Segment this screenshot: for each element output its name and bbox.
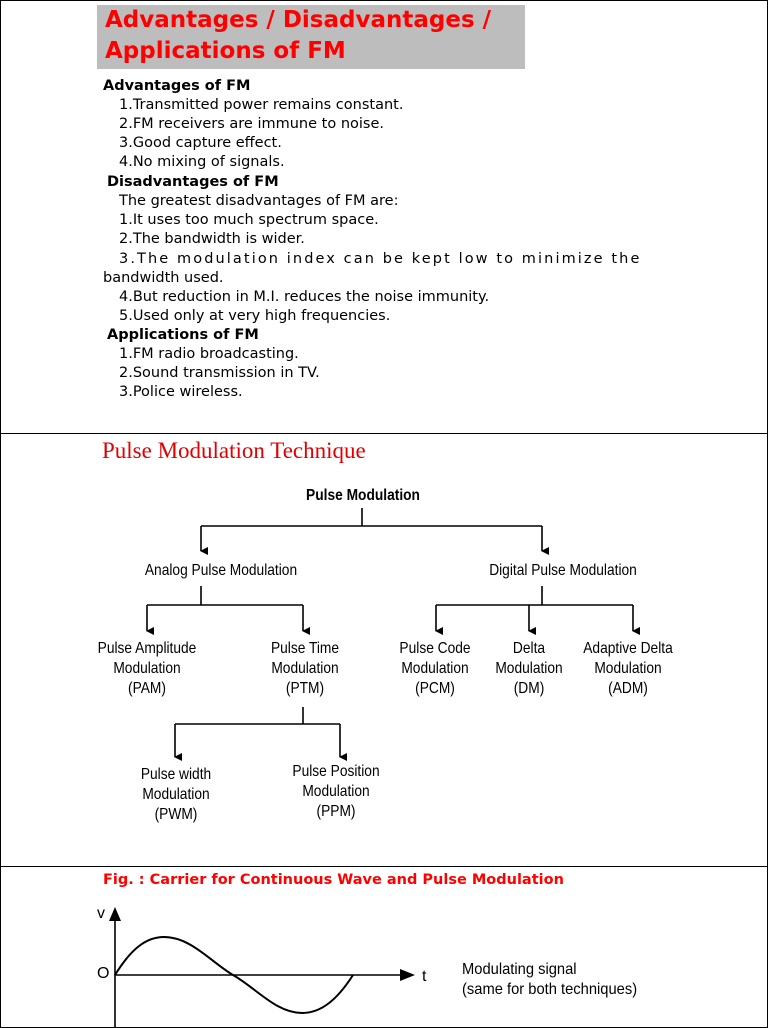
node-ptm-line: (PTM) xyxy=(285,680,325,697)
node-pam-line: Pulse Amplitude xyxy=(97,640,197,657)
slide-title-line-1: Advantages / Disadvantages / xyxy=(105,7,492,33)
applications-heading: Applications of FM xyxy=(107,327,259,343)
list-item: 1.FM radio broadcasting. xyxy=(119,346,299,362)
node-ppm-line: (PPM) xyxy=(316,803,356,820)
modulating-signal-line-1: Modulating signal xyxy=(462,961,577,978)
node-ptm-line: Modulation xyxy=(271,660,339,677)
waveform-plot xyxy=(109,907,415,1027)
node-pam-line: Modulation xyxy=(113,660,181,677)
node-pwm-line: Pulse width xyxy=(140,766,212,783)
slide-carrier-figure: Fig. : Carrier for Continuous Wave and P… xyxy=(0,866,768,1028)
node-ppm-line: Pulse Position xyxy=(292,763,380,780)
figure-caption: Fig. : Carrier for Continuous Wave and P… xyxy=(103,872,564,888)
list-item: 2.FM receivers are immune to noise. xyxy=(119,116,384,132)
node-pwm-line: Modulation xyxy=(142,786,210,803)
node-digital-pulse-modulation: Digital Pulse Modulation xyxy=(489,562,637,579)
node-ptm-line: Pulse Time xyxy=(270,640,340,657)
sine-wave xyxy=(114,935,354,1015)
node-pwm: Pulse width Modulation (PWM) xyxy=(141,765,211,825)
title-banner: Advantages / Disadvantages / Application… xyxy=(97,5,525,69)
node-pcm-line: Modulation xyxy=(401,660,469,677)
list-item: 3.Police wireless. xyxy=(119,384,243,400)
modulating-signal-line-2: (same for both techniques) xyxy=(462,981,638,998)
node-adm-line: (ADM) xyxy=(608,680,648,697)
list-item: 4.No mixing of signals. xyxy=(119,154,285,170)
origin-label: O xyxy=(97,965,110,982)
list-item: 2.The bandwidth is wider. xyxy=(119,231,305,247)
node-pulse-modulation: Pulse Modulation xyxy=(306,487,420,504)
node-dm-line: Delta xyxy=(512,640,546,657)
node-adm-line: Modulation xyxy=(594,660,662,677)
node-dm-line: (DM) xyxy=(513,680,545,697)
node-adm-line: Adaptive Delta xyxy=(583,640,673,657)
slide-title: Pulse Modulation Technique xyxy=(102,438,366,463)
node-ppm-line: Modulation xyxy=(302,783,370,800)
node-pam-line: (PAM) xyxy=(128,680,166,697)
node-pwm-line: (PWM) xyxy=(154,806,198,823)
y-axis-arrowhead xyxy=(109,907,121,921)
slide-title-line-2: Applications of FM xyxy=(105,38,346,64)
node-adm: Adaptive Delta Modulation (ADM) xyxy=(583,639,672,699)
slide-fm-advantages: Advantages / Disadvantages / Application… xyxy=(0,0,768,434)
x-axis-arrowhead xyxy=(400,969,415,981)
node-pcm-line: Pulse Code xyxy=(399,640,471,657)
node-ptm: Pulse Time Modulation (PTM) xyxy=(271,639,339,699)
disadvantages-intro: The greatest disadvantages of FM are: xyxy=(119,193,399,209)
y-axis-label: v xyxy=(97,905,105,922)
x-axis-label: t xyxy=(422,968,427,985)
node-dm-line: Modulation xyxy=(495,660,563,677)
tree-connectors xyxy=(146,508,640,761)
node-pam: Pulse Amplitude Modulation (PAM) xyxy=(98,639,197,699)
node-dm: Delta Modulation (DM) xyxy=(495,639,562,699)
list-item: 3.The modulation index can be kept low t… xyxy=(119,251,642,267)
list-item: 3.Good capture effect. xyxy=(119,135,282,151)
node-pcm: Pulse Code Modulation (PCM) xyxy=(399,639,470,699)
advantages-heading: Advantages of FM xyxy=(103,78,251,94)
node-analog-pulse-modulation: Analog Pulse Modulation xyxy=(144,562,298,579)
node-ppm: Pulse Position Modulation (PPM) xyxy=(292,762,379,822)
list-item: 5.Used only at very high frequencies. xyxy=(119,308,391,324)
modulating-signal-label: Modulating signal (same for both techniq… xyxy=(462,960,637,1000)
slide-pulse-modulation: Pulse Modulation Technique xyxy=(0,433,768,867)
node-pcm-line: (PCM) xyxy=(415,680,455,697)
list-item: 1.It uses too much spectrum space. xyxy=(119,212,379,228)
list-item: 4.But reduction in M.I. reduces the nois… xyxy=(119,289,490,305)
disadvantages-heading: Disadvantages of FM xyxy=(107,174,279,190)
list-item: bandwidth used. xyxy=(103,270,224,286)
list-item: 2.Sound transmission in TV. xyxy=(119,365,320,381)
list-item: 1.Transmitted power remains constant. xyxy=(119,97,404,113)
